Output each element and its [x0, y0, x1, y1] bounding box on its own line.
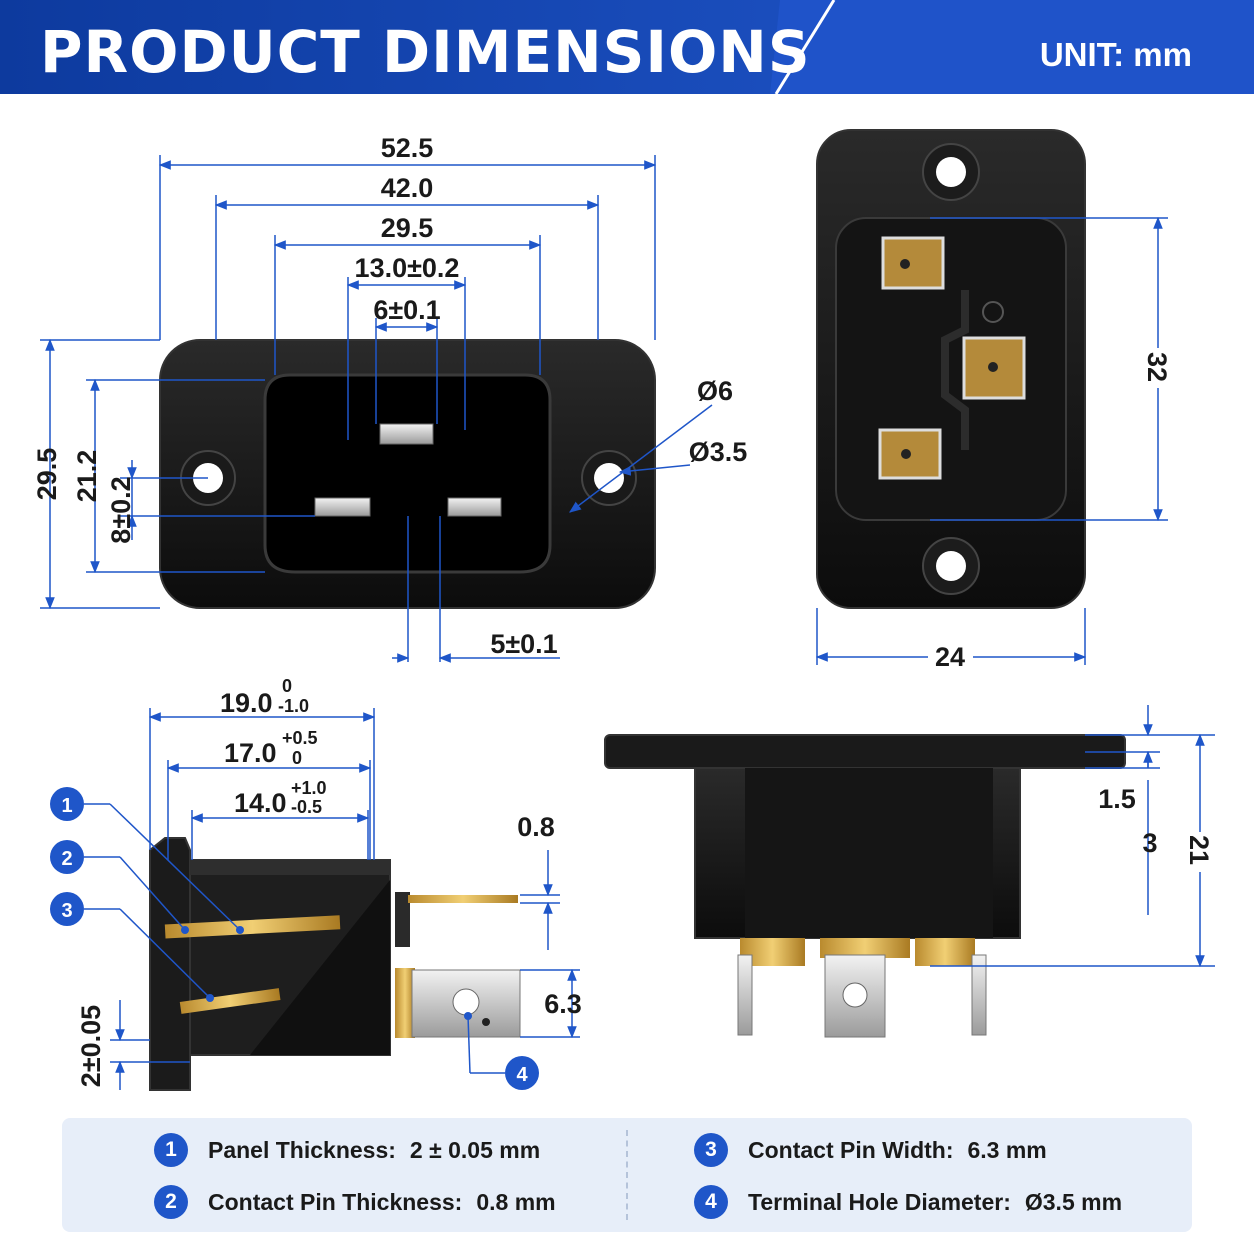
dim-flange-thickness: 1.5	[1098, 784, 1136, 814]
dim-panel-thickness: 2±0.05	[76, 1005, 106, 1087]
dim-hole-diameter-inner: Ø3.5	[689, 437, 748, 467]
dim-side-inner-tol-upper: +1.0	[291, 778, 327, 798]
dim-lower-pin-width: 5±0.1	[490, 629, 557, 659]
legend-item-3: 3 Contact Pin Width: 6.3 mm	[694, 1130, 1047, 1170]
legend-item-2: 2 Contact Pin Thickness: 0.8 mm	[154, 1182, 556, 1222]
legend-item-4: 4 Terminal Hole Diameter: Ø3.5 mm	[694, 1182, 1122, 1222]
dim-overall-height: 29.5	[32, 448, 62, 501]
legend-number-badge: 2	[154, 1185, 188, 1219]
dim-top-pin-width: 6±0.1	[373, 295, 440, 325]
rear-view: 32 24	[815, 129, 1172, 672]
dim-terminal-height: 32	[1142, 352, 1172, 382]
page-title: PRODUCT DIMENSIONS	[40, 18, 811, 86]
legend-divider	[626, 1130, 628, 1220]
dim-overall-width: 52.5	[381, 133, 434, 163]
svg-text:4: 4	[516, 1064, 528, 1086]
drawing-canvas: 52.5 42.0 29.5 13.0±0.2 6±0.1 5±0.1 Ø6 Ø…	[32, 129, 1215, 1091]
dim-pin-thickness: 0.8	[517, 812, 555, 842]
unit-label: UNIT: mm	[1039, 36, 1192, 73]
dim-side-inner: 14.0	[234, 788, 287, 818]
legend-value: 6.3 mm	[967, 1136, 1047, 1163]
dim-hole-diameter-outer: Ø6	[697, 376, 733, 406]
callout-1: 1	[50, 787, 84, 821]
dim-body-width: 24	[935, 642, 965, 672]
legend-label: Contact Pin Width:	[748, 1136, 954, 1163]
legend-number-badge: 3	[694, 1133, 728, 1167]
dim-side-inner-tol-lower: -0.5	[291, 797, 322, 817]
legend-value: 2 ± 0.05 mm	[409, 1136, 541, 1163]
dim-side-total: 19.0	[220, 688, 273, 718]
spec-legend: 1 Panel Thickness: 2 ± 0.05 mm 2 Contact…	[62, 1118, 1192, 1232]
side-view: 1 2 3 4 19.0 0 -1.0 17.0 +0.5 0 14.0 +1.…	[50, 676, 582, 1091]
legend-value: Ø3.5 mm	[1024, 1188, 1123, 1215]
header-banner: PRODUCT DIMENSIONS UNIT: mm	[0, 0, 1254, 94]
svg-text:3: 3	[61, 900, 72, 922]
legend-item-1: 1 Panel Thickness: 2 ± 0.05 mm	[154, 1130, 540, 1170]
svg-text:2: 2	[61, 848, 72, 870]
dim-side-total-tol-upper: 0	[282, 676, 292, 696]
dim-hole-spacing: 42.0	[381, 173, 434, 203]
dim-side-total-tol-lower: -1.0	[278, 696, 309, 716]
legend-value: 0.8 mm	[476, 1188, 556, 1215]
dim-outer-pin-spacing: 13.0±0.2	[355, 253, 460, 283]
dim-step-height: 3	[1142, 828, 1157, 858]
legend-number-badge: 1	[154, 1133, 188, 1167]
front-view: 52.5 42.0 29.5 13.0±0.2 6±0.1 5±0.1 Ø6 Ø…	[32, 133, 748, 663]
dim-pin-width: 6.3	[544, 989, 582, 1019]
dimension-drawings: 52.5 42.0 29.5 13.0±0.2 6±0.1 5±0.1 Ø6 Ø…	[0, 94, 1254, 1114]
svg-text:1: 1	[61, 795, 72, 817]
callout-2: 2	[50, 840, 84, 874]
dim-cavity-height: 21.2	[72, 450, 102, 503]
dim-cavity-width: 29.5	[381, 213, 434, 243]
legend-label: Panel Thickness:	[208, 1136, 396, 1163]
legend-label: Contact Pin Thickness:	[208, 1188, 463, 1215]
dim-total-height: 21	[1184, 835, 1214, 865]
dim-hole-offset: 8±0.2	[106, 476, 136, 543]
callout-3: 3	[50, 892, 84, 926]
bottom-view: 1.5 3 21	[604, 705, 1215, 1038]
dim-side-mid-tol-lower: 0	[292, 748, 302, 768]
dim-side-mid-tol-upper: +0.5	[282, 728, 318, 748]
dim-side-mid: 17.0	[224, 738, 277, 768]
legend-number-badge: 4	[694, 1185, 728, 1219]
callout-4: 4	[505, 1056, 539, 1090]
legend-label: Terminal Hole Diameter:	[748, 1188, 1011, 1215]
header-background	[0, 0, 1254, 94]
